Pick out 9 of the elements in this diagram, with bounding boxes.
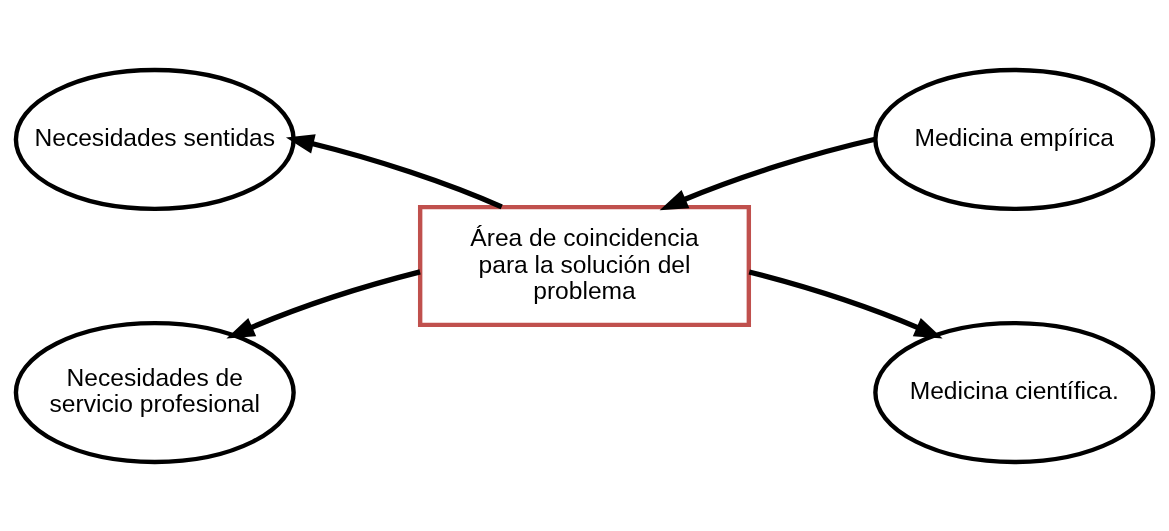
- arrow: [748, 268, 943, 338]
- arrow: [226, 268, 421, 338]
- node-ellipse: Necesidades sentidas: [13, 67, 296, 211]
- arrow: [659, 136, 876, 210]
- node-ellipse: Medicina científica.: [873, 320, 1156, 464]
- node-ellipse: Necesidades de servicio profesional: [13, 320, 296, 464]
- node-box: Área de coincidencia para la solución del problema: [417, 204, 752, 327]
- arrow: [285, 133, 503, 209]
- node-ellipse: Medicina empírica: [873, 67, 1156, 211]
